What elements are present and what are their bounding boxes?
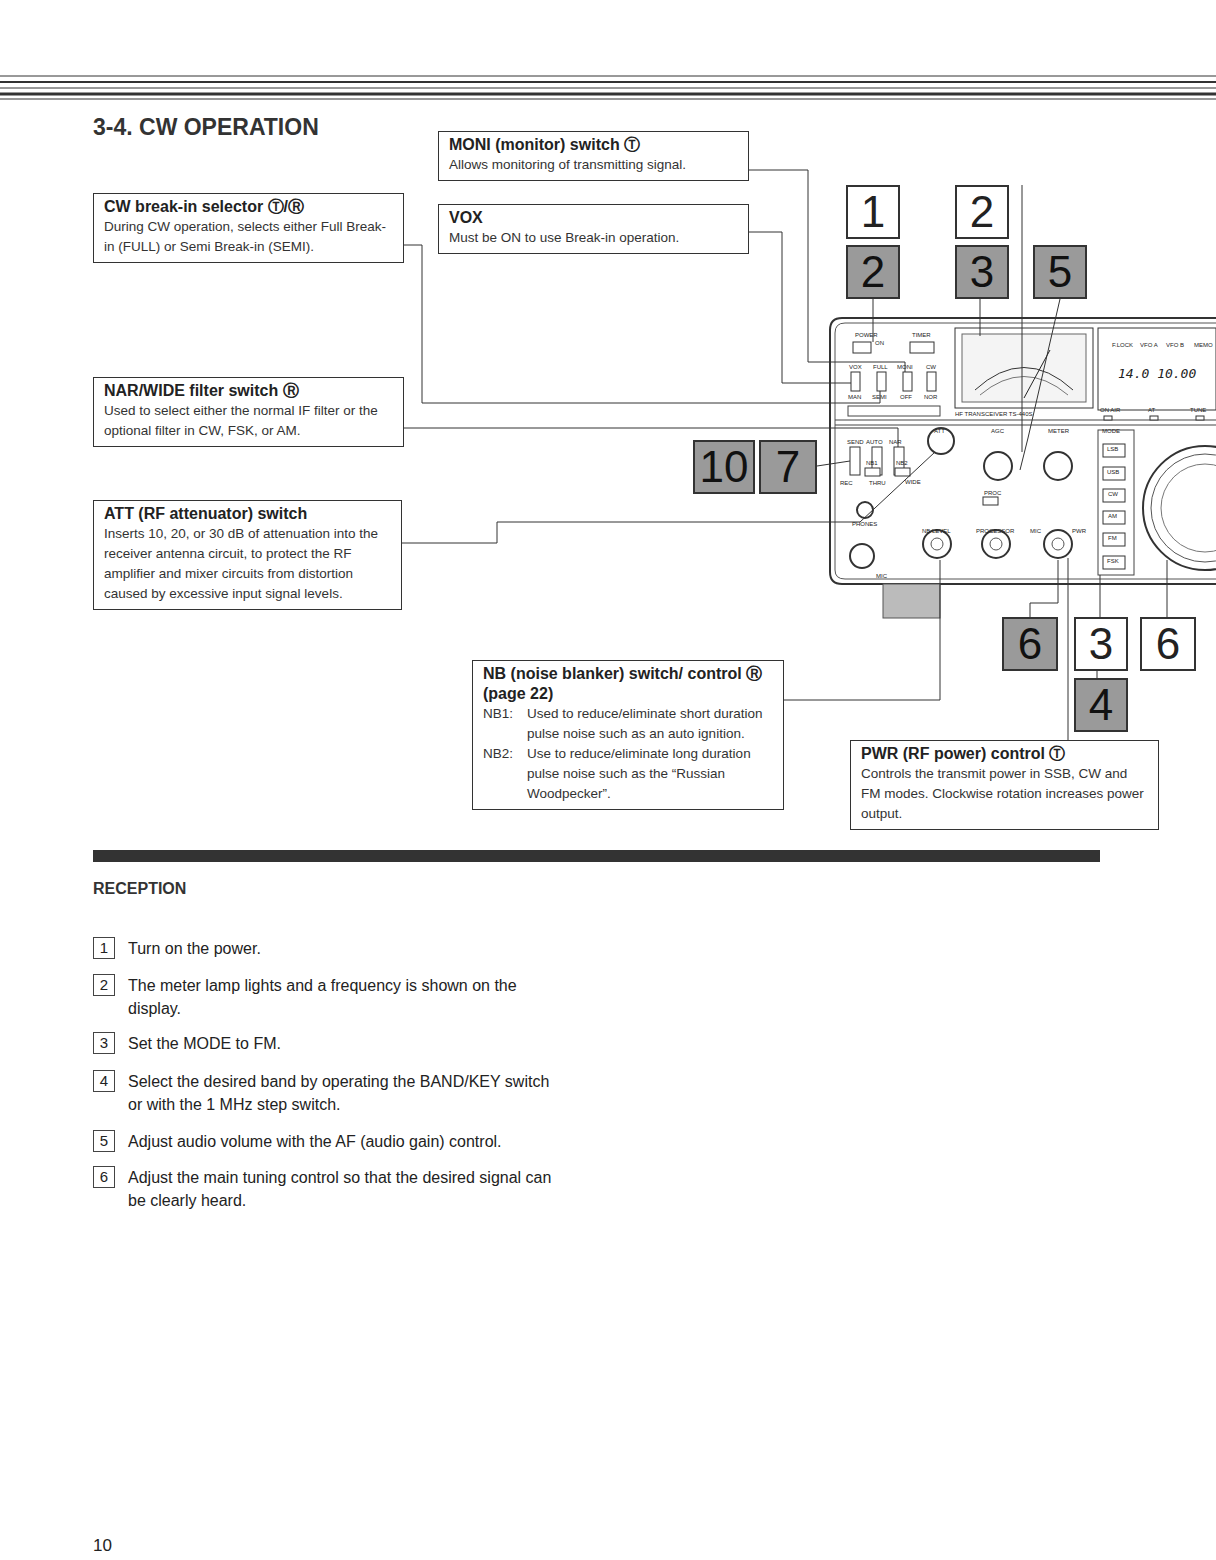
callout-number: 1: [846, 185, 900, 239]
step-text: Turn on the power.: [128, 937, 558, 960]
panel-label: PHONES: [852, 521, 877, 527]
callout-box: MONI (monitor) switch ⓉAllows monitoring…: [438, 131, 749, 181]
panel-label: VFO A: [1140, 342, 1158, 348]
panel-label: WIDE: [905, 479, 921, 485]
note-text: Used to reduce/eliminate short duration …: [527, 704, 775, 744]
note-row: NB1:Used to reduce/eliminate short durat…: [483, 704, 775, 744]
panel-label: NB LEVEL: [922, 528, 951, 534]
page-number: 10: [93, 1536, 112, 1556]
callout-heading: CW break-in selector Ⓣ/Ⓡ: [104, 197, 395, 217]
panel-label: ON AIR: [1100, 407, 1120, 413]
panel-label: POWER: [855, 332, 878, 338]
panel-label: VFO B: [1166, 342, 1184, 348]
panel-label: REC: [840, 480, 853, 486]
step-number: 3: [93, 1032, 115, 1054]
note-key: NB1:: [483, 704, 527, 744]
panel-label: PWR: [1072, 528, 1086, 534]
callout-box: NAR/WIDE filter switch ⓇUsed to select e…: [93, 377, 404, 447]
step-number: 5: [93, 1130, 115, 1152]
panel-label: MONI: [897, 364, 913, 370]
callout-number: 5: [1033, 245, 1087, 299]
callout-body: Allows monitoring of transmitting signal…: [449, 155, 740, 175]
panel-label: FSK: [1107, 558, 1119, 564]
callout-number: 10: [693, 440, 755, 494]
panel-label: SEMI: [872, 394, 887, 400]
panel-label: LSB: [1107, 446, 1118, 452]
callout-number: 6: [1140, 617, 1196, 671]
step-number: 4: [93, 1070, 115, 1092]
panel-label: TUNE: [1190, 407, 1206, 413]
step-number: 6: [93, 1166, 115, 1188]
note-key: NB2:: [483, 744, 527, 804]
panel-label: AUTO: [866, 439, 883, 445]
panel-label: ON: [875, 340, 884, 346]
callout-body: Controls the transmit power in SSB, CW a…: [861, 764, 1150, 824]
panel-label: MIC: [1030, 528, 1041, 534]
panel-label: MODE: [1102, 428, 1120, 434]
callout-number: 4: [1074, 678, 1128, 732]
frequency-display: 14.0 10.00: [1118, 366, 1196, 381]
section-heading: RECEPTION: [93, 880, 186, 898]
callout-number: 2: [955, 185, 1009, 239]
note-text: Use to reduce/eliminate long duration pu…: [527, 744, 775, 804]
panel-label: FULL: [873, 364, 888, 370]
callout-body: Inserts 10, 20, or 30 dB of attenuation …: [104, 524, 393, 604]
callout-heading: NB (noise blanker) switch/ control Ⓡ (pa…: [483, 664, 775, 704]
callout-number: 6: [1002, 617, 1058, 671]
step-text: Select the desired band by operating the…: [128, 1070, 558, 1116]
panel-label: NB1: [866, 460, 878, 466]
panel-label: CW: [926, 364, 936, 370]
panel-label: PROCESSOR: [976, 528, 1014, 534]
panel-label: SEND: [847, 439, 864, 445]
callout-body: Used to select either the normal IF filt…: [104, 401, 395, 441]
callout-box: VOXMust be ON to use Break-in operation.: [438, 204, 749, 254]
callout-number: 3: [1074, 617, 1128, 671]
panel-label: MAN: [848, 394, 861, 400]
step-text: Set the MODE to FM.: [128, 1032, 558, 1055]
panel-label: CW: [1108, 491, 1118, 497]
step-text: Adjust audio volume with the AF (audio g…: [128, 1130, 558, 1153]
panel-label: AM: [1108, 513, 1117, 519]
callout-heading: PWR (RF power) control Ⓣ: [861, 744, 1150, 764]
callout-heading: MONI (monitor) switch Ⓣ: [449, 135, 740, 155]
callout-box: ATT (RF attenuator) switchInserts 10, 20…: [93, 500, 402, 610]
step-text: Adjust the main tuning control so that t…: [128, 1166, 558, 1212]
callout-box: CW break-in selector Ⓣ/ⓇDuring CW operat…: [93, 193, 404, 263]
callout-number: 7: [759, 440, 817, 494]
panel-label: PROC: [984, 490, 1001, 496]
step-text: The meter lamp lights and a frequency is…: [128, 974, 558, 1020]
panel-label: NAR: [889, 439, 902, 445]
note-row: NB2:Use to reduce/eliminate long duratio…: [483, 744, 775, 804]
panel-label: AT: [1148, 407, 1155, 413]
panel-label: METER: [1048, 428, 1069, 434]
panel-label: USB: [1107, 469, 1119, 475]
panel-label: MIC: [876, 573, 887, 579]
panel-label: TIMER: [912, 332, 931, 338]
callout-body: Must be ON to use Break-in operation.: [449, 228, 740, 248]
panel-label: NB2: [896, 460, 908, 466]
callout-number: 2: [846, 245, 900, 299]
page-title: 3-4. CW OPERATION: [93, 114, 319, 141]
callout-number: 3: [955, 245, 1009, 299]
callout-heading: VOX: [449, 208, 740, 228]
callout-heading: NAR/WIDE filter switch Ⓡ: [104, 381, 395, 401]
panel-label: THRU: [869, 480, 886, 486]
step-number: 2: [93, 974, 115, 996]
panel-label: HF TRANSCEIVER TS-440S: [955, 411, 1032, 417]
panel-label: MEMO: [1194, 342, 1213, 348]
callout-box: NB (noise blanker) switch/ control Ⓡ (pa…: [472, 660, 784, 810]
callout-body: During CW operation, selects either Full…: [104, 217, 395, 257]
panel-label: FM: [1108, 535, 1117, 541]
panel-label: ATT: [934, 428, 945, 434]
panel-label: NOR: [924, 394, 937, 400]
panel-label: VOX: [849, 364, 862, 370]
panel-label: F.LOCK: [1112, 342, 1133, 348]
panel-label: AGC: [991, 428, 1004, 434]
step-number: 1: [93, 937, 115, 959]
callout-box: PWR (RF power) control ⓉControls the tra…: [850, 740, 1159, 830]
callout-heading: ATT (RF attenuator) switch: [104, 504, 393, 524]
panel-label: OFF: [900, 394, 912, 400]
